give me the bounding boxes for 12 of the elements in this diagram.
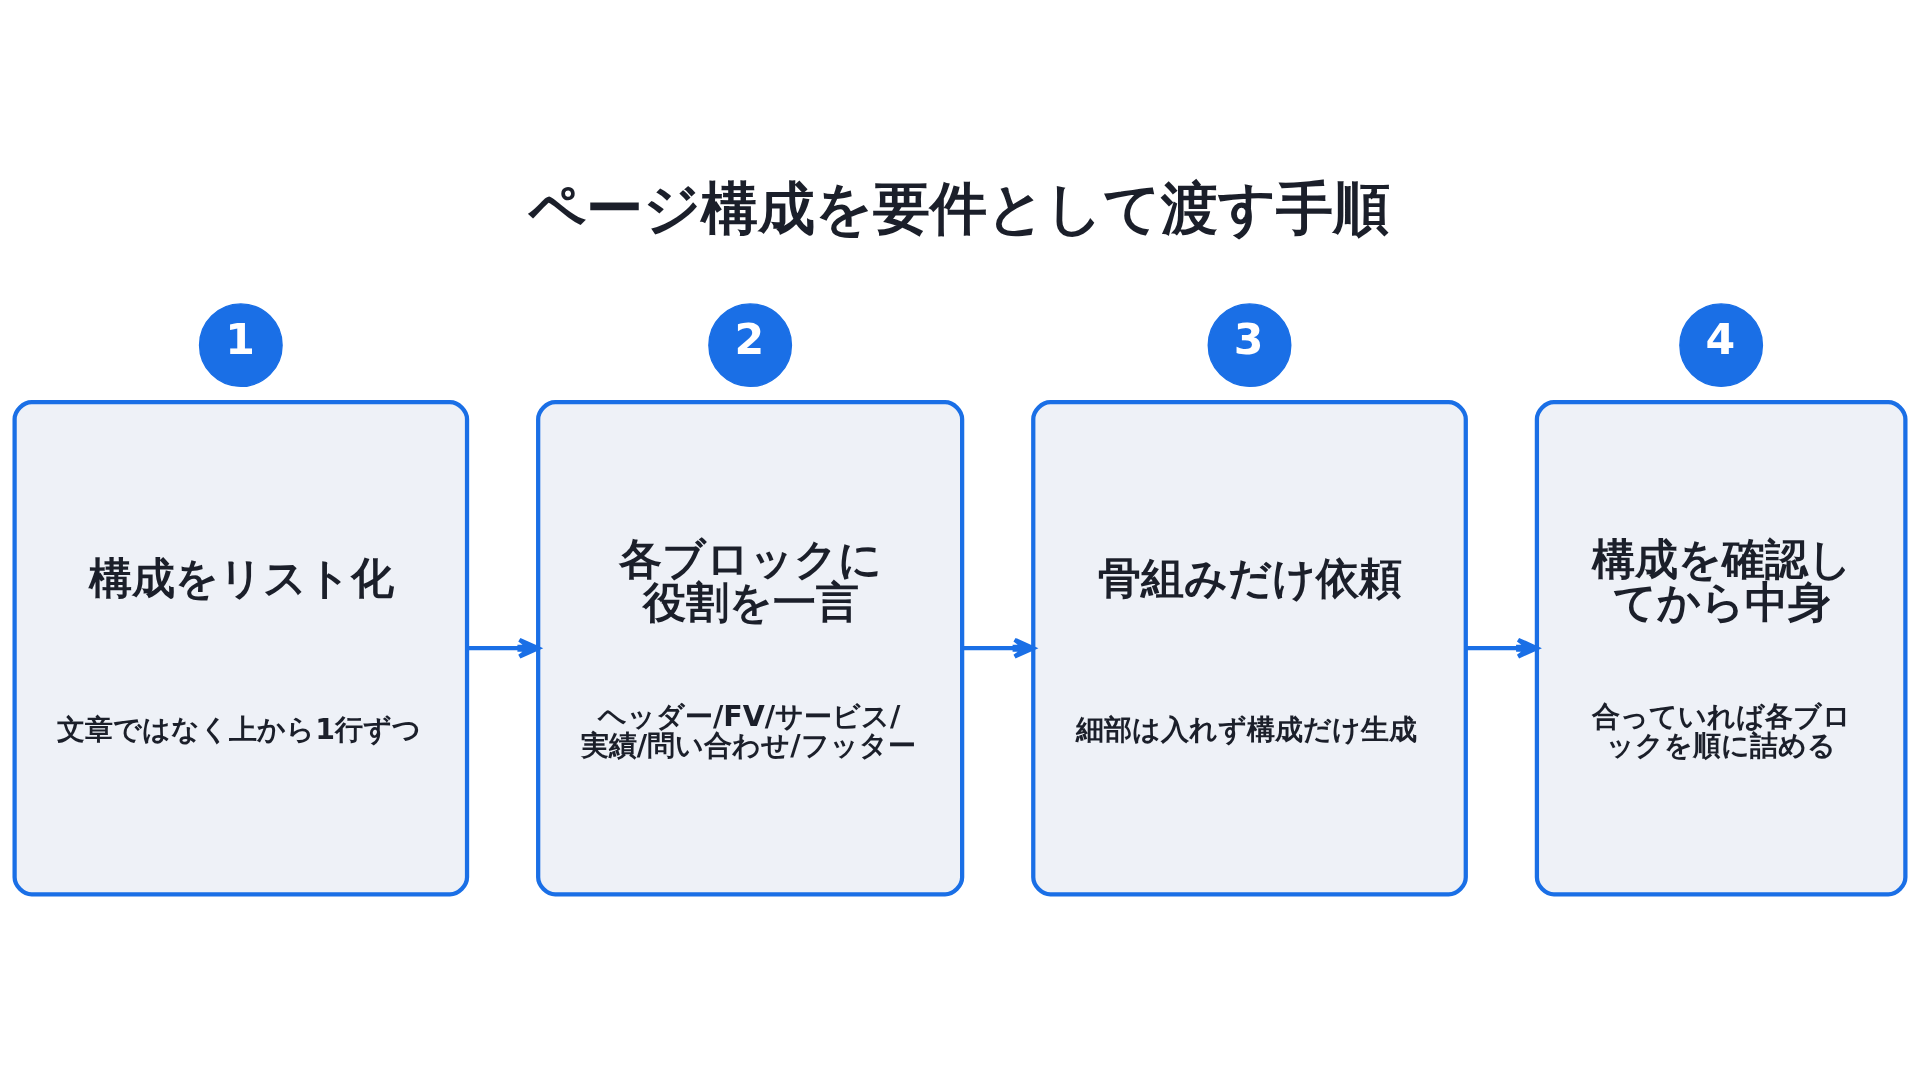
arrow xyxy=(467,637,541,659)
arrow xyxy=(962,637,1036,659)
node-box: 各ブロックに役割を一言 ヘッダー/FV/サービス/実績/問い合わせ/フッター xyxy=(536,399,965,896)
node-box: 骨組みだけ依頼 細部は入れず構成だけ生成 xyxy=(1031,399,1468,896)
diagram-title: ページ構成を要件として渡す手順 xyxy=(528,174,1391,241)
node-box: 構成を確認してから中身 合っていれば各ブロックを順に詰める xyxy=(1534,399,1908,896)
node-box: 構成をリスト化 文章ではなく上から1行ずつ xyxy=(12,399,470,896)
node-circle: 2 xyxy=(708,302,793,387)
node-circle: 1 xyxy=(198,302,283,387)
node-circle: 3 xyxy=(1207,302,1292,387)
node-circle: 4 xyxy=(1679,302,1764,387)
arrow xyxy=(1466,637,1539,659)
